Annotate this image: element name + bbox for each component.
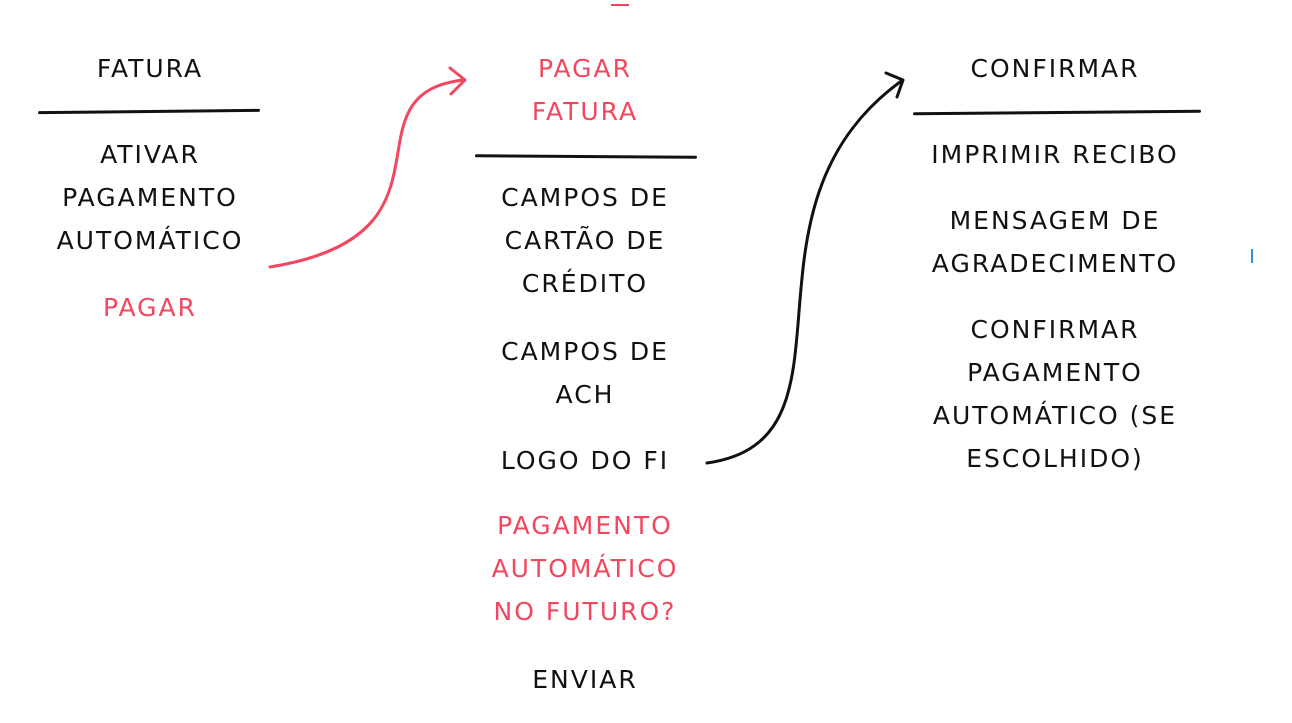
- connector-curve: [268, 78, 465, 269]
- title-line: FATURA: [531, 97, 639, 126]
- item-line: PAGAR: [103, 293, 197, 322]
- arrow-logo-to-confirmar: [705, 71, 905, 465]
- item-line: MENSAGEM DE: [949, 206, 1161, 235]
- item-line: CARTÃO DE: [504, 226, 666, 255]
- item-line: ESCOLHIDO): [966, 444, 1144, 473]
- stray-blue-mark: [1251, 249, 1253, 263]
- item-line: NO FUTURO?: [493, 597, 677, 626]
- stray-pink-mark: [611, 4, 629, 6]
- title-line: CONFIRMAR: [970, 54, 1140, 83]
- connector-curve: [705, 80, 902, 465]
- title-line: PAGAR: [538, 54, 632, 83]
- column-title-pagar-fatura: PAGAR FATURA: [465, 47, 705, 133]
- item-line: CRÉDITO: [521, 269, 649, 298]
- item-line: ACH: [555, 380, 615, 409]
- item-line: AUTOMÁTICO (SE: [932, 401, 1178, 430]
- column-divider: [474, 154, 698, 159]
- item-line: AUTOMÁTICO: [491, 554, 679, 583]
- column-divider: [912, 109, 1202, 116]
- item-line: LOGO DO FI: [500, 446, 670, 475]
- item-line: CAMPOS DE: [501, 183, 669, 212]
- item-campos-ach: CAMPOS DE ACH: [465, 330, 705, 416]
- item-pagamento-automatico-futuro: PAGAMENTO AUTOMÁTICO NO FUTURO?: [465, 504, 705, 633]
- item-line: IMPRIMIR RECIBO: [931, 140, 1179, 169]
- item-logo-do-fi: LOGO DO FI: [465, 439, 705, 482]
- item-line: CAMPOS DE: [501, 337, 669, 366]
- column-title-fatura: FATURA: [30, 47, 270, 90]
- arrowhead-icon: [448, 66, 467, 96]
- item-line: AGRADECIMENTO: [931, 249, 1179, 278]
- item-pagar: PAGAR: [30, 286, 270, 329]
- item-line: ATIVAR: [100, 140, 200, 169]
- item-confirmar-pagamento-automatico: CONFIRMAR PAGAMENTO AUTOMÁTICO (SE ESCOL…: [905, 308, 1205, 480]
- item-enviar: ENVIAR: [465, 658, 705, 701]
- title-line: FATURA: [96, 54, 204, 83]
- item-line: CONFIRMAR: [970, 315, 1140, 344]
- arrow-pagar-to-pagar-fatura: [268, 66, 467, 269]
- item-campos-cartao-credito: CAMPOS DE CARTÃO DE CRÉDITO: [465, 176, 705, 305]
- item-imprimir-recibo: IMPRIMIR RECIBO: [905, 133, 1205, 176]
- item-mensagem-agradecimento: MENSAGEM DE AGRADECIMENTO: [905, 199, 1205, 285]
- column-divider: [37, 108, 261, 115]
- item-line: PAGAMENTO: [967, 358, 1143, 387]
- item-line: ENVIAR: [532, 665, 638, 694]
- item-line: PAGAMENTO: [497, 511, 673, 540]
- item-line: PAGAMENTO: [62, 183, 238, 212]
- arrowhead-icon: [884, 71, 905, 99]
- item-line: AUTOMÁTICO: [56, 226, 244, 255]
- item-ativar-pagamento-automatico: ATIVAR PAGAMENTO AUTOMÁTICO: [30, 133, 270, 262]
- column-title-confirmar: CONFIRMAR: [905, 47, 1205, 90]
